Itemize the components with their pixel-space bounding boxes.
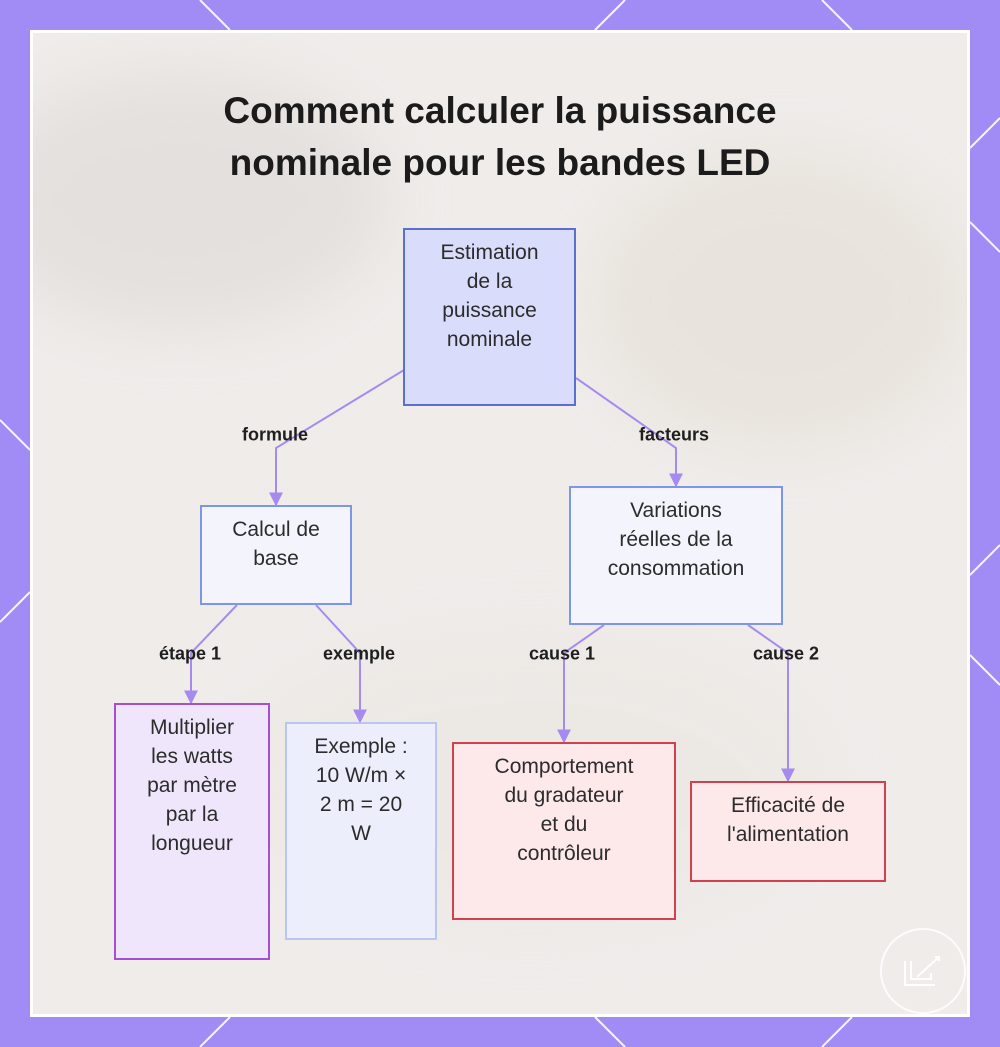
edge-label-exemple: exemple (322, 643, 396, 664)
edit-logo-icon (880, 928, 966, 1014)
background-blur (30, 70, 390, 330)
node-efficacite: Efficacité de l'alimentation (690, 781, 886, 882)
node-exemple: Exemple : 10 W/m × 2 m = 20 W (285, 722, 437, 940)
background-blur (590, 150, 970, 450)
edge-formule (269, 369, 405, 507)
node-variations: Variations réelles de la consommation (569, 486, 783, 625)
node-calcul-de-base: Calcul de base (200, 505, 352, 605)
node-estimation: Estimation de la puissance nominale (403, 228, 576, 406)
node-multiplier: Multiplier les watts par mètre par la lo… (114, 703, 270, 960)
node-comportement: Comportement du gradateur et du contrôle… (452, 742, 676, 920)
edge-label-formule: formule (241, 424, 309, 445)
edge-etape1 (184, 604, 238, 705)
edge-exemple (315, 604, 367, 724)
edge-cause2 (747, 624, 795, 783)
edge-facteurs (575, 377, 683, 488)
edge-cause1 (557, 624, 605, 744)
page-title: Comment calculer la puissance nominale p… (223, 90, 777, 183)
edge-label-etape1: étape 1 (158, 643, 222, 664)
edge-label-cause1: cause 1 (528, 643, 596, 664)
card-border (30, 30, 970, 1017)
edge-label-cause2: cause 2 (752, 643, 820, 664)
edge-label-facteurs: facteurs (638, 424, 710, 445)
